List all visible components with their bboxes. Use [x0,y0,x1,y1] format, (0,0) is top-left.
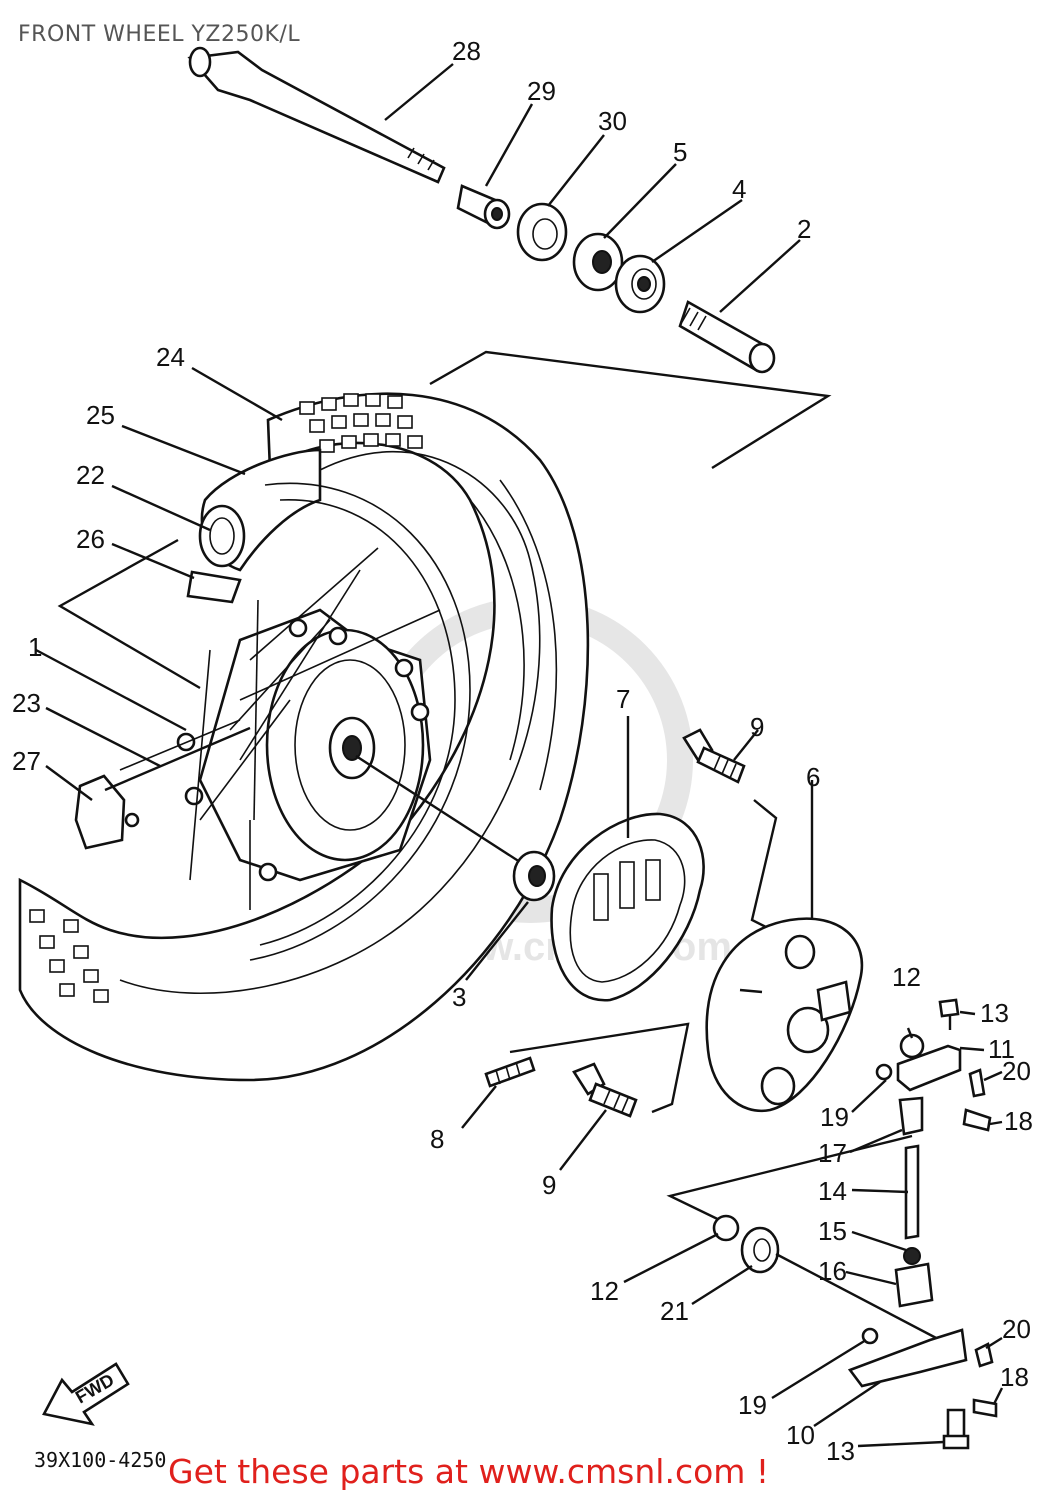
callout-19-lower: 19 [738,1390,767,1420]
callout-24: 24 [156,342,185,372]
footer-link-text[interactable]: Get these parts at www.cmsnl.com ! [168,1452,770,1491]
callout-27: 27 [12,746,41,776]
brake-spring-8 [484,1056,536,1088]
lever-group-bracket [666,1134,913,1228]
callout-25: 25 [86,400,115,430]
callout-18-lower: 18 [1000,1362,1029,1392]
tube-group-bracket [57,538,201,690]
bearing-4 [614,254,666,314]
spacer-29 [456,184,511,230]
spacer-2 [678,300,776,374]
diagram-title: FRONT WHEEL YZ250K/L [18,22,301,47]
callout-16: 16 [818,1256,847,1286]
hub [176,608,432,882]
callout-28: 28 [452,36,481,66]
leader-lines [35,63,1004,1448]
callout-14: 14 [818,1176,847,1206]
callout-21: 21 [660,1296,689,1326]
brake-shoe-7 [550,812,705,1002]
fwd-arrow-icon: FWD [42,1362,130,1426]
axle-28 [187,46,446,184]
rim-lock-27 [74,774,140,850]
bearing-3 [355,754,556,902]
callout-13-lower: 13 [826,1436,855,1466]
callout-3: 3 [452,982,466,1012]
diagram-code: 39X100-4250 [34,1448,167,1472]
callout-15: 15 [818,1216,847,1246]
callout-23: 23 [12,688,41,718]
callout-5: 5 [673,137,687,167]
callout-4: 4 [732,174,746,204]
callout-26: 26 [76,524,105,554]
tire-tread-blocks [29,393,423,1003]
brake-panel-6 [705,917,864,1113]
axle-group-bracket [429,350,832,470]
callout-17: 17 [818,1138,847,1168]
brake-cam-9-lower [572,1062,638,1118]
spring-group-bracket [509,1022,690,1114]
cam-group-bracket [750,799,778,932]
bearing-5 [572,232,624,292]
callout-20-lower: 20 [1002,1314,1031,1344]
callout-11: 11 [988,1034,1015,1064]
callout-19-upper: 19 [820,1102,849,1132]
callout-7: 7 [616,684,630,714]
callout-30: 30 [598,106,627,136]
tire-24 [18,392,590,1082]
spokes-23 [119,547,441,910]
callout-1: 1 [28,632,42,662]
rim-1 [249,482,471,961]
callout-12-upper: 12 [892,962,921,992]
indicator-plate-21 [740,1226,941,1342]
callout-labels: 28 29 30 5 4 2 24 25 22 26 1 23 27 7 9 6… [12,36,1033,1466]
rim-band-26 [186,570,242,604]
callout-8: 8 [430,1124,444,1154]
camshaft-lever-assembly [875,998,992,1308]
oil-seal-30 [516,202,568,262]
callout-13-upper: 13 [980,998,1009,1028]
brake-cam-9-upper [682,728,746,784]
callout-9-upper: 9 [750,712,764,742]
tube-22 [198,448,322,572]
callout-10: 10 [786,1420,815,1450]
callout-2: 2 [797,214,811,244]
callout-29: 29 [527,76,556,106]
washer-12-lower [712,1214,740,1242]
callout-6: 6 [806,762,820,792]
brake-lever-10 [847,1327,998,1450]
callout-12-lower: 12 [590,1276,619,1306]
callout-22: 22 [76,460,105,490]
callout-9-lower: 9 [542,1170,556,1200]
callout-18-upper: 18 [1004,1106,1033,1136]
callout-20-upper: 20 [1002,1056,1031,1086]
